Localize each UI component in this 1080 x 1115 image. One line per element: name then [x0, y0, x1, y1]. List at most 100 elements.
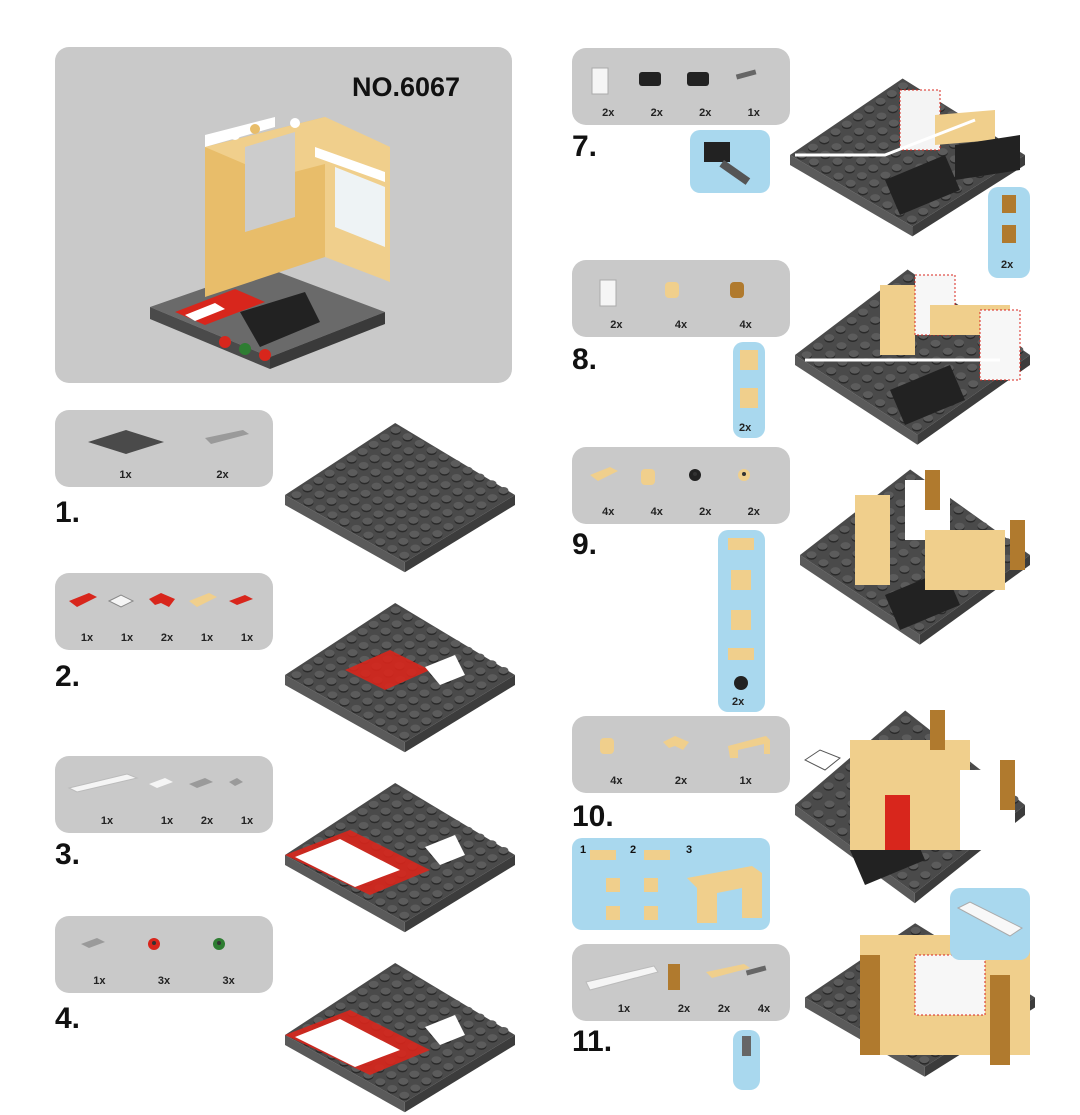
step-11-assembly [805, 923, 1035, 1077]
part-panel: 2x [596, 278, 636, 331]
tile-icon [79, 934, 119, 969]
plate-corner-icon [661, 734, 701, 769]
tile-icon [147, 774, 187, 809]
part-quantity: 1x [160, 815, 174, 827]
part-plate-long: 2x [203, 428, 249, 481]
tile-icon [227, 591, 267, 626]
step-11-parts-list: 1x 2x 2x 4x [572, 944, 790, 1021]
plate-long-icon [203, 428, 249, 463]
flower-icon [685, 465, 725, 500]
part-quantity: 1x [240, 815, 254, 827]
flower-icon [144, 934, 184, 969]
callout-quantity: 2x [739, 422, 752, 434]
part-quantity: 2x [610, 319, 623, 331]
part-tile: 1x [79, 934, 119, 987]
step-4-parts-list: 1x 3x 3x [55, 916, 273, 993]
part-quantity: 2x [699, 506, 712, 518]
part-quantity: 2x [717, 1003, 731, 1015]
tile-long-icon [67, 773, 147, 809]
step-2-assembly [285, 603, 515, 753]
step-4-number: 4. [55, 1002, 81, 1035]
part-quantity: 1x [120, 632, 134, 644]
part-quantity: 4x [650, 506, 663, 518]
part-quantity: 2x [677, 1003, 691, 1015]
model-number: NO.6067 [352, 72, 461, 102]
part-tile: 1x [147, 774, 187, 827]
step-10-parts-list: 4x 2x 1x [572, 716, 790, 793]
part-tile: 2x [187, 774, 227, 827]
part-quantity: 1x [100, 815, 114, 827]
cylinder-icon [664, 962, 704, 997]
step-8-parts-list: 2x 4x 4x [572, 260, 790, 337]
bar-icon [734, 66, 774, 101]
cover-model-illustration [150, 117, 390, 369]
step-7-number: 7. [572, 130, 598, 163]
step-3-assembly [285, 783, 515, 933]
part-plate: 1x [67, 591, 107, 644]
flower-icon [209, 934, 249, 969]
part-flower: 2x [685, 465, 725, 518]
plate-icon [187, 591, 227, 626]
part-quantity: 4x [739, 319, 752, 331]
plate-icon [588, 465, 628, 500]
sub-step-3: 3 [686, 844, 693, 856]
part-quantity: 4x [674, 319, 688, 331]
part-brick: 2x [685, 66, 725, 119]
round-icon [661, 278, 701, 313]
sub-step-2: 2 [630, 844, 637, 856]
step-10-number: 10. [572, 800, 614, 833]
step-10-assembly [795, 710, 1025, 904]
part-bar: 4x [744, 962, 784, 1015]
brick-icon [637, 66, 677, 101]
part-brick: 2x [637, 66, 677, 119]
part-quantity: 1x [617, 1003, 631, 1015]
step-8-number: 8. [572, 343, 598, 376]
flower-icon [734, 465, 774, 500]
part-quantity: 4x [757, 1003, 771, 1015]
part-tile: 1x [227, 591, 267, 644]
step-11-callout [733, 1030, 760, 1090]
cover-panel: NO.6067 [55, 47, 512, 383]
panel-icon [588, 66, 628, 101]
part-round: 4x [596, 734, 636, 787]
step-9-callout: 2x [718, 530, 765, 712]
part-quantity: 1x [739, 775, 752, 787]
part-quantity: 3x [157, 975, 171, 987]
part-plate-long: 2x [704, 962, 750, 1015]
arch-icon [726, 734, 770, 769]
part-flower: 3x [144, 934, 184, 987]
plate-square-icon [107, 591, 147, 626]
part-quantity: 4x [602, 506, 615, 518]
round-icon [726, 278, 766, 313]
part-brick-long: 1x [584, 962, 664, 1015]
tile-small-icon [227, 774, 267, 809]
part-cylinder: 2x [664, 962, 704, 1015]
part-round: 4x [726, 278, 766, 331]
part-quantity: 2x [602, 107, 615, 119]
plate-long-icon [704, 962, 750, 997]
part-quantity: 2x [216, 469, 229, 481]
round-icon [596, 734, 636, 769]
step-9-assembly [800, 469, 1030, 645]
part-tile-small: 1x [227, 774, 267, 827]
step-4-assembly [285, 963, 515, 1113]
part-plate: 1x [187, 591, 227, 644]
part-flower: 3x [209, 934, 249, 987]
part-quantity: 1x [119, 469, 132, 481]
step-7-callout [690, 130, 770, 193]
step-11-number: 11. [572, 1025, 613, 1058]
step-8-side-callout: 2x [988, 187, 1030, 278]
part-quantity: 2x [200, 815, 214, 827]
plate-corner-icon [147, 591, 187, 626]
part-quantity: 2x [674, 775, 688, 787]
step-10-callout: 1 2 3 [572, 838, 770, 930]
round-icon [637, 465, 677, 500]
part-plate-square: 1x [107, 591, 147, 644]
step-9-number: 9. [572, 528, 598, 561]
part-plate-corner: 2x [661, 734, 701, 787]
part-quantity: 1x [80, 632, 94, 644]
step-11-side-callout [950, 888, 1030, 960]
